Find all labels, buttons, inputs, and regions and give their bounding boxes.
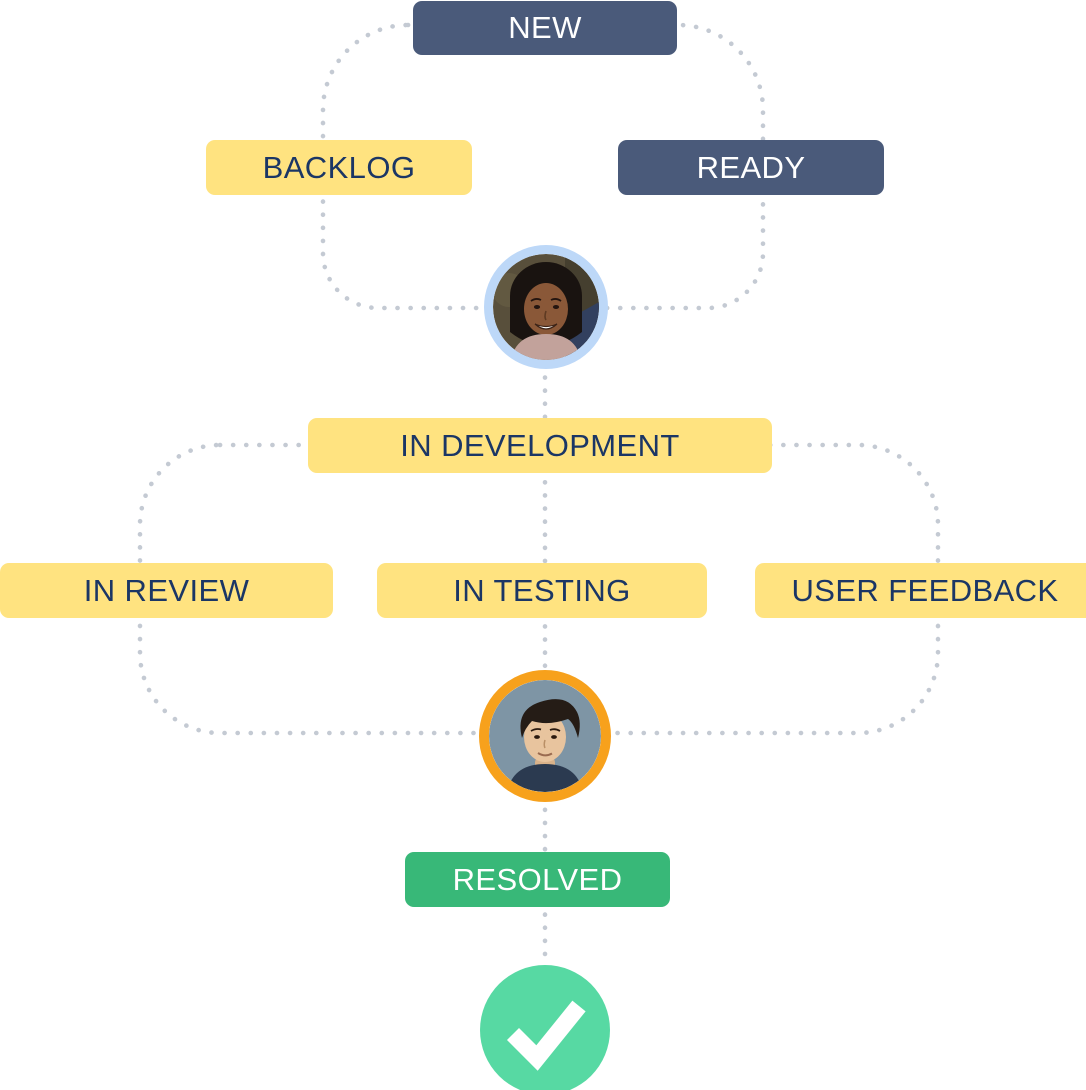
avatar-photo-2 <box>489 680 601 792</box>
stage-badge-in-testing[interactable]: IN TESTING <box>377 563 707 618</box>
avatar-assignee-1[interactable] <box>484 245 608 369</box>
stage-badge-backlog[interactable]: BACKLOG <box>206 140 472 195</box>
stage-badge-new[interactable]: NEW <box>413 1 677 55</box>
stage-badge-resolved[interactable]: RESOLVED <box>405 852 670 907</box>
stage-badge-in-development[interactable]: IN DEVELOPMENT <box>308 418 772 473</box>
checkmark-icon <box>480 965 610 1090</box>
stage-badge-user-feedback[interactable]: USER FEEDBACK <box>755 563 1086 618</box>
done-indicator <box>480 965 610 1090</box>
stage-badge-in-review[interactable]: IN REVIEW <box>0 563 333 618</box>
avatar-photo-1 <box>493 254 599 360</box>
connector-loop-middle <box>137 442 941 736</box>
avatar-assignee-2[interactable] <box>479 670 611 802</box>
stage-badge-ready[interactable]: READY <box>618 140 884 195</box>
